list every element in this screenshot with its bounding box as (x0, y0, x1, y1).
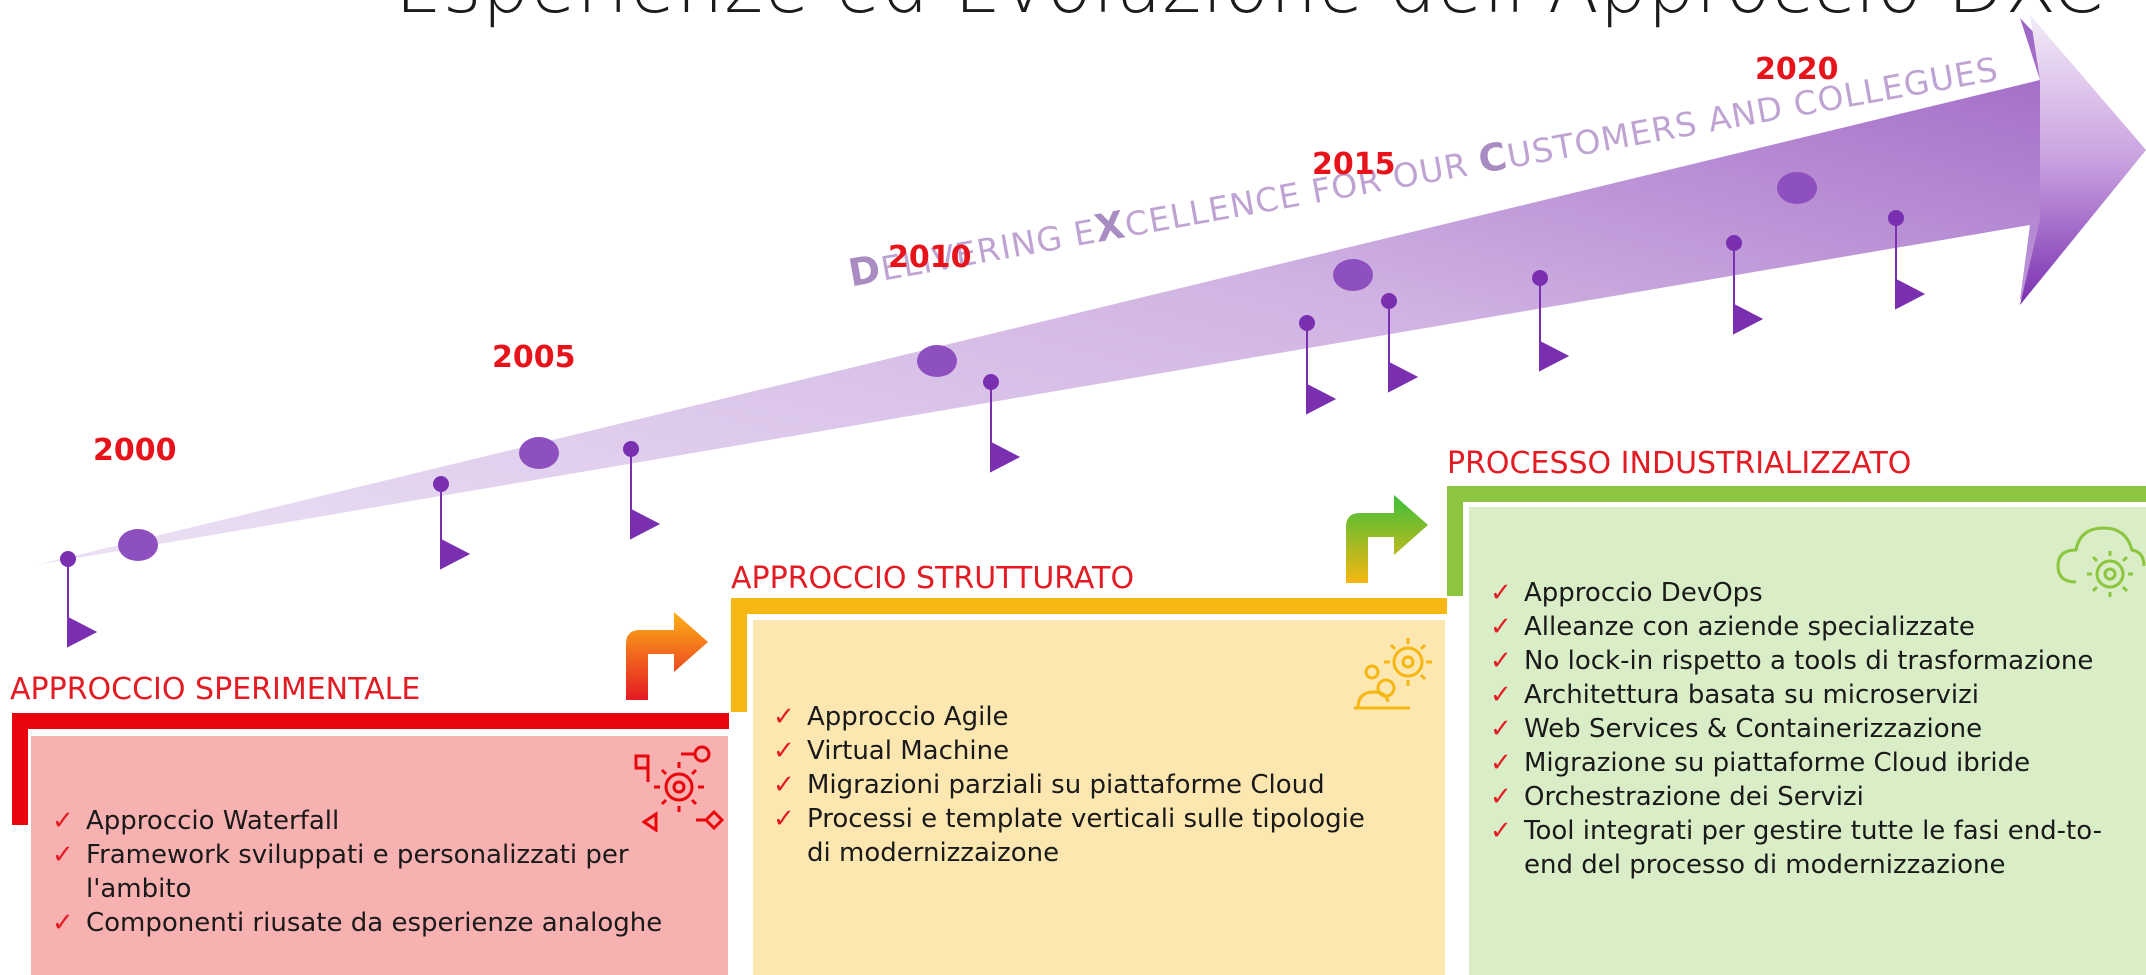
list-item: ✓ Web Services & Containerizzazione (1490, 712, 2130, 746)
check-icon: ✓ (773, 770, 795, 800)
list-item: ✓ Migrazione su piattaforme Cloud ibride (1490, 746, 2130, 780)
check-icon: ✓ (1490, 748, 1512, 778)
item-text: Framework sviluppati e personalizzati pe… (86, 840, 629, 904)
flag-icon (623, 441, 661, 540)
item-text: Tool integrati per gestire tutte le fasi… (1524, 816, 2103, 880)
stage-items: ✓ Approccio DevOps ✓ Alleanze con aziende … (1490, 576, 2130, 882)
list-item: ✓ Migrazioni parziali su piattaforme Clou… (773, 768, 1393, 802)
item-text: Approccio Waterfall (86, 806, 340, 836)
year-label: 2000 (93, 433, 177, 468)
check-icon: ✓ (773, 736, 795, 766)
year-label: 2020 (1755, 52, 1839, 87)
list-item: ✓ Orchestrazione dei Servizi (1490, 780, 2130, 814)
check-icon: ✓ (1490, 612, 1512, 642)
item-text: Processi e template verticali sulle tipo… (807, 804, 1365, 868)
list-item: ✓ Virtual Machine (773, 734, 1393, 768)
flag-icon (983, 374, 1021, 473)
cloud-gear-icon (2056, 526, 2146, 597)
flag-icon (1888, 210, 1926, 310)
list-item: ✓ Approccio DevOps (1490, 576, 2130, 610)
stage-bar (1447, 486, 1463, 596)
list-item: ✓ No lock-in rispetto a tools di trasform… (1490, 644, 2130, 678)
check-icon: ✓ (52, 806, 74, 836)
item-text: Web Services & Containerizzazione (1524, 714, 1983, 744)
check-icon: ✓ (1490, 816, 1512, 846)
stage-bar (731, 598, 1447, 614)
step-arrow-icon (1346, 495, 1428, 583)
list-item: ✓ Tool integrati per gestire tutte le fas… (1490, 814, 2130, 882)
flag-icon (1532, 270, 1570, 372)
year-label: 2005 (492, 340, 576, 375)
flag-icon (1726, 235, 1764, 335)
milestone-marker (1777, 172, 1817, 204)
milestone-marker (519, 437, 559, 469)
check-icon: ✓ (773, 702, 795, 732)
milestone-marker (118, 529, 158, 561)
stage-box-industrializzato (1469, 507, 2146, 975)
list-item: ✓ Componenti riusate da esperienze analog… (52, 906, 712, 940)
step-arrow-icon (626, 612, 708, 700)
year-label: 2010 (888, 240, 972, 275)
check-icon: ✓ (1490, 646, 1512, 676)
list-item: ✓ Processi e template verticali sulle tip… (773, 802, 1393, 870)
item-text: Migrazione su piattaforme Cloud ibride (1524, 748, 2031, 778)
list-item: ✓ Approccio Waterfall (52, 804, 712, 838)
item-text: Componenti riusate da esperienze analogh… (86, 908, 663, 938)
check-icon: ✓ (1490, 714, 1512, 744)
item-text: Architettura basata su microservizi (1524, 680, 1980, 710)
stage-bar (12, 713, 28, 825)
item-text: Orchestrazione dei Servizi (1524, 782, 1864, 812)
check-icon: ✓ (773, 804, 795, 834)
item-text: Virtual Machine (807, 736, 1010, 766)
list-item: ✓ Architettura basata su microservizi (1490, 678, 2130, 712)
flag-icon (1381, 293, 1419, 393)
stage-label-strutturato: APPROCCIO STRUTTURATO (731, 561, 1135, 596)
stage-bar (1447, 486, 2146, 502)
year-label: 2015 (1312, 147, 1396, 182)
item-text: Alleanze con aziende specializzate (1524, 612, 1975, 642)
flag-icon (1299, 315, 1337, 415)
stage-bar (731, 598, 747, 712)
check-icon: ✓ (52, 908, 74, 938)
check-icon: ✓ (1490, 578, 1512, 608)
milestone-marker (1333, 259, 1373, 291)
stage-label-sperimentale: APPROCCIO SPERIMENTALE (10, 672, 421, 707)
list-item: ✓ Framework sviluppati e personalizzati p… (52, 838, 712, 906)
item-text: Approccio DevOps (1524, 578, 1763, 608)
stage-bar (12, 713, 729, 729)
flag-icon (60, 551, 98, 648)
stage-box-strutturato (753, 620, 1445, 975)
page-title: Esperienze ed Evoluzione dell'Approccio … (395, 0, 2103, 30)
stage-box-sperimentale (31, 736, 728, 975)
flag-icon (433, 476, 471, 570)
gears-process-icon (634, 745, 724, 832)
stage-label-industrializzato: PROCESSO INDUSTRIALIZZATO (1447, 446, 1912, 481)
person-gears-icon (1354, 638, 1432, 710)
item-text: Approccio Agile (807, 702, 1009, 732)
item-text: No lock-in rispetto a tools di trasforma… (1524, 646, 2094, 676)
check-icon: ✓ (1490, 782, 1512, 812)
check-icon: ✓ (1490, 680, 1512, 710)
item-text: Migrazioni parziali su piattaforme Cloud (807, 770, 1325, 800)
stage-items: ✓ Approccio Waterfall ✓ Framework sviluppa… (52, 804, 712, 940)
milestone-marker (917, 345, 957, 377)
list-item: ✓ Alleanze con aziende specializzate (1490, 610, 2130, 644)
check-icon: ✓ (52, 840, 74, 870)
list-item: ✓ Approccio Agile (773, 700, 1393, 734)
stage-items: ✓ Approccio Agile ✓ Virtual Machine ✓ Migra… (773, 700, 1393, 870)
